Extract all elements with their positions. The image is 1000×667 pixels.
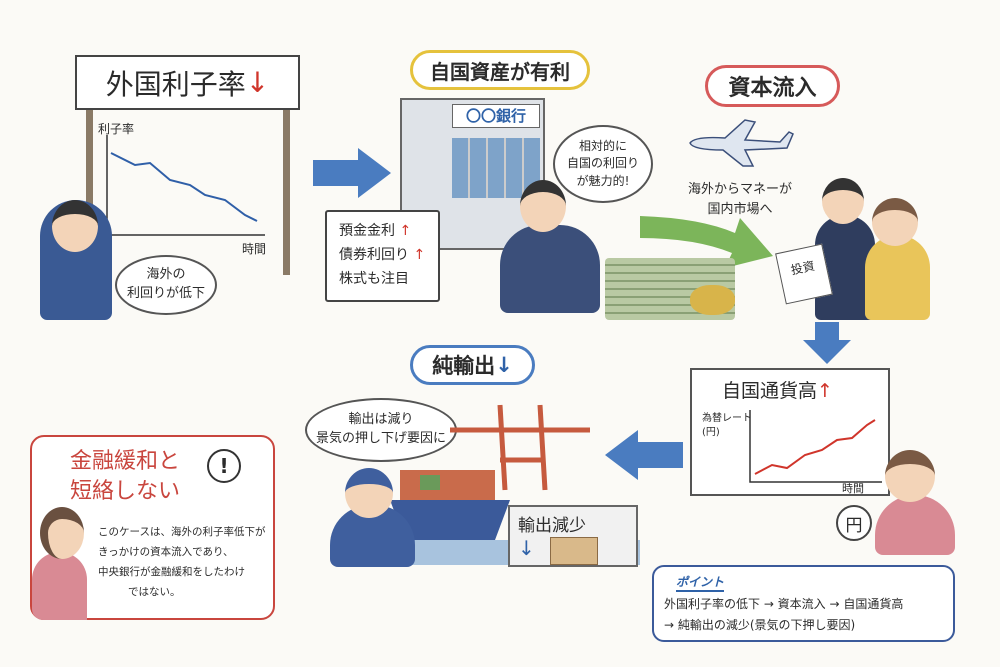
right-arrow-icon (313, 148, 391, 198)
note-title-line: 金融緩和と (70, 449, 181, 474)
caption-line: 国内市場へ (707, 201, 773, 217)
board-item-label: 債券利回り (339, 247, 409, 264)
note-title-line: 短絡しない (70, 478, 181, 504)
bank-sign: 〇〇銀行 (452, 104, 540, 128)
teacher-head (40, 507, 84, 559)
crane (450, 404, 590, 491)
point-summary-box: ポイント 外国利子率の低下 → 資本流入 → 自国通貨高 → 純輸出の減少(景気… (652, 565, 955, 642)
note-body: このケースは、海外の利子率低下が きっかけの資本流入であり、 中央銀行が金融緩和… (98, 523, 265, 603)
thought-bubble: 海外の利回りが低下 (115, 255, 217, 315)
exclamation-mark: ! (219, 454, 229, 478)
board-item-label: 株式も注目 (339, 270, 409, 287)
point-lines: 外国利子率の低下 → 資本流入 → 自国通貨高 → 純輸出の減少(景気の下押し要… (664, 594, 943, 636)
warehouse-sign: 輸出減少 (518, 516, 586, 536)
banker-head (520, 180, 566, 232)
worker-head (345, 468, 393, 518)
currency-chart-board: 自国通貨高↑ 為替レート (円) 時間 (690, 368, 890, 496)
caution-note-box: 金融緩和と短絡しない ! このケースは、海外の利子率低下が きっかけの資本流入で… (30, 435, 275, 620)
investor-woman-illustration (865, 235, 930, 320)
speech-line: 相対的に (578, 138, 627, 153)
net-exports-title: 純輸出↓ (410, 345, 535, 385)
domestic-advantage-title: 自国資産が有利 (410, 50, 590, 90)
banker-illustration (500, 225, 600, 313)
airplane-icon (689, 119, 794, 167)
exclamation-icon: ! (207, 449, 241, 483)
cardboard-boxes (550, 537, 598, 565)
bank-building: 〇〇銀行 (400, 98, 545, 250)
rising-rate-line (754, 419, 876, 475)
board-item: 預金金利 ↑ (339, 220, 411, 244)
falling-rate-chart (106, 135, 265, 236)
chart-axes (749, 410, 882, 483)
point-line: 外国利子率の低下 → 資本流入 → 自国通貨高 (664, 597, 904, 611)
teacher-illustration (32, 552, 87, 620)
currency-title: 自国通貨高↑ (722, 376, 833, 403)
title-text: 自国資産が有利 (430, 59, 570, 84)
time-axis-label: 時間 (842, 482, 864, 495)
title-text: 自国通貨高 (722, 380, 818, 402)
title-text: 純輸出 (432, 354, 496, 378)
board-item: 債券利回り ↑ (339, 244, 425, 268)
rising-rate-chart (749, 410, 882, 483)
thought-line: 海外の (146, 267, 186, 283)
rate-axis-label: 為替レート (円) (702, 412, 752, 440)
point-line: → 純輸出の減少(景気の下押し要因) (664, 618, 856, 632)
note-line: ではない。 (128, 585, 181, 598)
green-flow-arrow-icon (640, 216, 773, 268)
man-head (52, 200, 98, 252)
rate-axis-label: 利子率 (98, 122, 135, 136)
note-line: 中央銀行が金融緩和をしたわけ (98, 565, 245, 578)
rates-board: 預金金利 ↑ 債券利回り ↑ 株式も注目 (325, 210, 440, 302)
yen-symbol: 円 (845, 515, 863, 536)
sign-post-left (86, 105, 93, 275)
investor-woman-head (872, 198, 918, 246)
yen-coin: 円 (836, 505, 872, 541)
up-arrow-icon: ↑ (413, 247, 426, 264)
board-item-label: 預金金利 (339, 223, 395, 240)
inflow-caption: 海外からマネーが国内市場へ (680, 180, 800, 219)
woman-illustration (875, 495, 955, 555)
time-axis-label: 時間 (242, 242, 267, 256)
document-label: 投資 (789, 258, 816, 278)
speech-bubble: 相対的に自国の利回りが魅力的! (553, 125, 653, 203)
point-heading: ポイント (676, 573, 725, 592)
thought-bubble: 輸出は減り景気の押し下げ要因に (305, 398, 457, 462)
foreign-rate-sign-text: 外国利子率 (105, 67, 246, 101)
note-line: このケースは、海外の利子率低下が (98, 526, 266, 538)
speech-line: 自国の利回り (566, 156, 639, 171)
down-arrow-icon: ↓ (495, 353, 513, 377)
thought-line: 輸出は減り (348, 412, 414, 428)
investment-document: 投資 (775, 243, 833, 305)
warehouse: 輸出減少 ↓ (508, 505, 638, 567)
woman-head (885, 450, 935, 502)
title-text: 資本流入 (728, 76, 817, 101)
cargo-ship (390, 500, 510, 540)
axis-label-line: (円) (702, 427, 720, 438)
falling-rate-line (110, 152, 258, 222)
coins-illustration (690, 285, 735, 315)
capital-inflow-title: 資本流入 (705, 65, 840, 107)
down-arrow-icon (803, 322, 851, 364)
left-arrow-icon (605, 430, 683, 480)
investor-man-head (822, 178, 864, 224)
note-line: きっかけの資本流入であり、 (98, 545, 234, 558)
axis-label-line: 為替レート (702, 413, 752, 424)
sign-post-right (283, 105, 290, 275)
speech-line: が魅力的! (576, 173, 630, 188)
thought-line: 景気の押し下げ要因に (315, 431, 446, 446)
up-arrow-icon: ↑ (399, 223, 412, 240)
down-arrow-icon: ↓ (245, 66, 270, 99)
foreign-rate-sign: 外国利子率↓ (75, 55, 300, 110)
thought-line: 利回りが低下 (126, 286, 205, 301)
caption-line: 海外からマネーが (687, 182, 792, 197)
up-arrow-icon: ↑ (817, 380, 833, 402)
down-arrow-icon: ↓ (518, 536, 535, 560)
note-title: 金融緩和と短絡しない (70, 447, 180, 506)
board-item: 株式も注目 (339, 268, 409, 292)
